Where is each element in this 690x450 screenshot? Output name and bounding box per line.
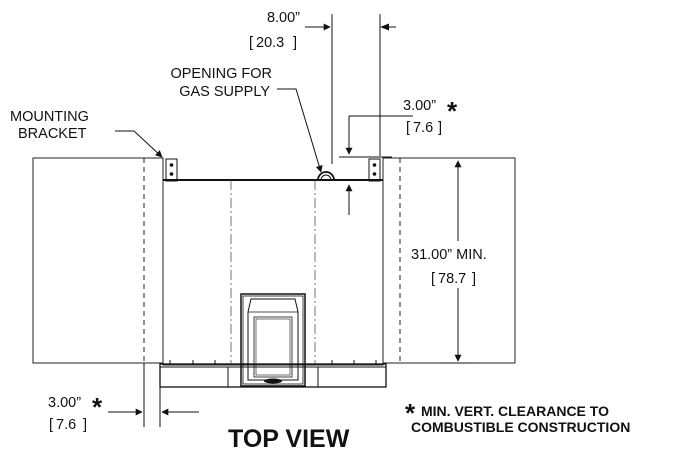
svg-text:7.6: 7.6 [56,417,76,433]
mounting-label-line2: BRACKET [18,126,87,142]
view-title: TOP VIEW [228,425,350,450]
dim-right-top-inches: 3.00” [403,98,436,114]
svg-text:20.3: 20.3 [256,35,284,51]
dim-left-bottom-inches: 3.00” [48,395,81,411]
gas-supply-opening [317,171,335,181]
svg-text:[: [ [406,120,410,136]
dim-top-metric: [ 20.3 ] [249,35,297,51]
right-mounting-bracket [368,158,381,182]
dim-right-top-star: * [447,96,458,126]
control-box [240,293,306,387]
svg-text:78.7: 78.7 [438,271,466,287]
svg-text:[: [ [49,417,53,433]
dim-height-inches: 31.00” MIN. [411,247,487,263]
svg-text:[: [ [431,271,435,287]
dimension-3in-top [339,115,413,215]
clearance-note-line1: MIN. VERT. CLEARANCE TO [421,403,609,419]
opening-label-line1: OPENING FOR [170,66,272,82]
svg-text:]: ] [83,417,87,433]
svg-text:]: ] [438,120,442,136]
svg-text:[: [ [249,35,253,51]
note-star: * [405,398,416,428]
svg-text:7.6: 7.6 [413,120,433,136]
dim-left-bottom-metric: [ 7.6 ] [49,417,87,433]
opening-leader-line [277,88,323,173]
dim-left-bottom-star: * [92,392,103,422]
dim-right-top-metric: [ 7.6 ] [406,120,442,136]
dimension-31in [440,160,476,364]
base-tick-marks [169,360,377,364]
mounting-leader-line [115,130,163,158]
opening-label-line2: GAS SUPPLY [179,84,270,100]
base-rail [159,363,387,388]
svg-text:]: ] [472,271,476,287]
dim-height-metric: [ 78.7 ] [431,271,476,287]
mounting-label-line1: MOUNTING [10,109,89,125]
svg-text:]: ] [293,35,297,51]
left-mounting-bracket [165,158,178,182]
appliance-body [162,179,384,366]
dimension-3in-side [108,363,199,427]
dim-top-inches: 8.00” [267,10,300,26]
dimension-8in [305,14,396,164]
clearance-note-line2: COMBUSTIBLE CONSTRUCTION [411,419,630,435]
